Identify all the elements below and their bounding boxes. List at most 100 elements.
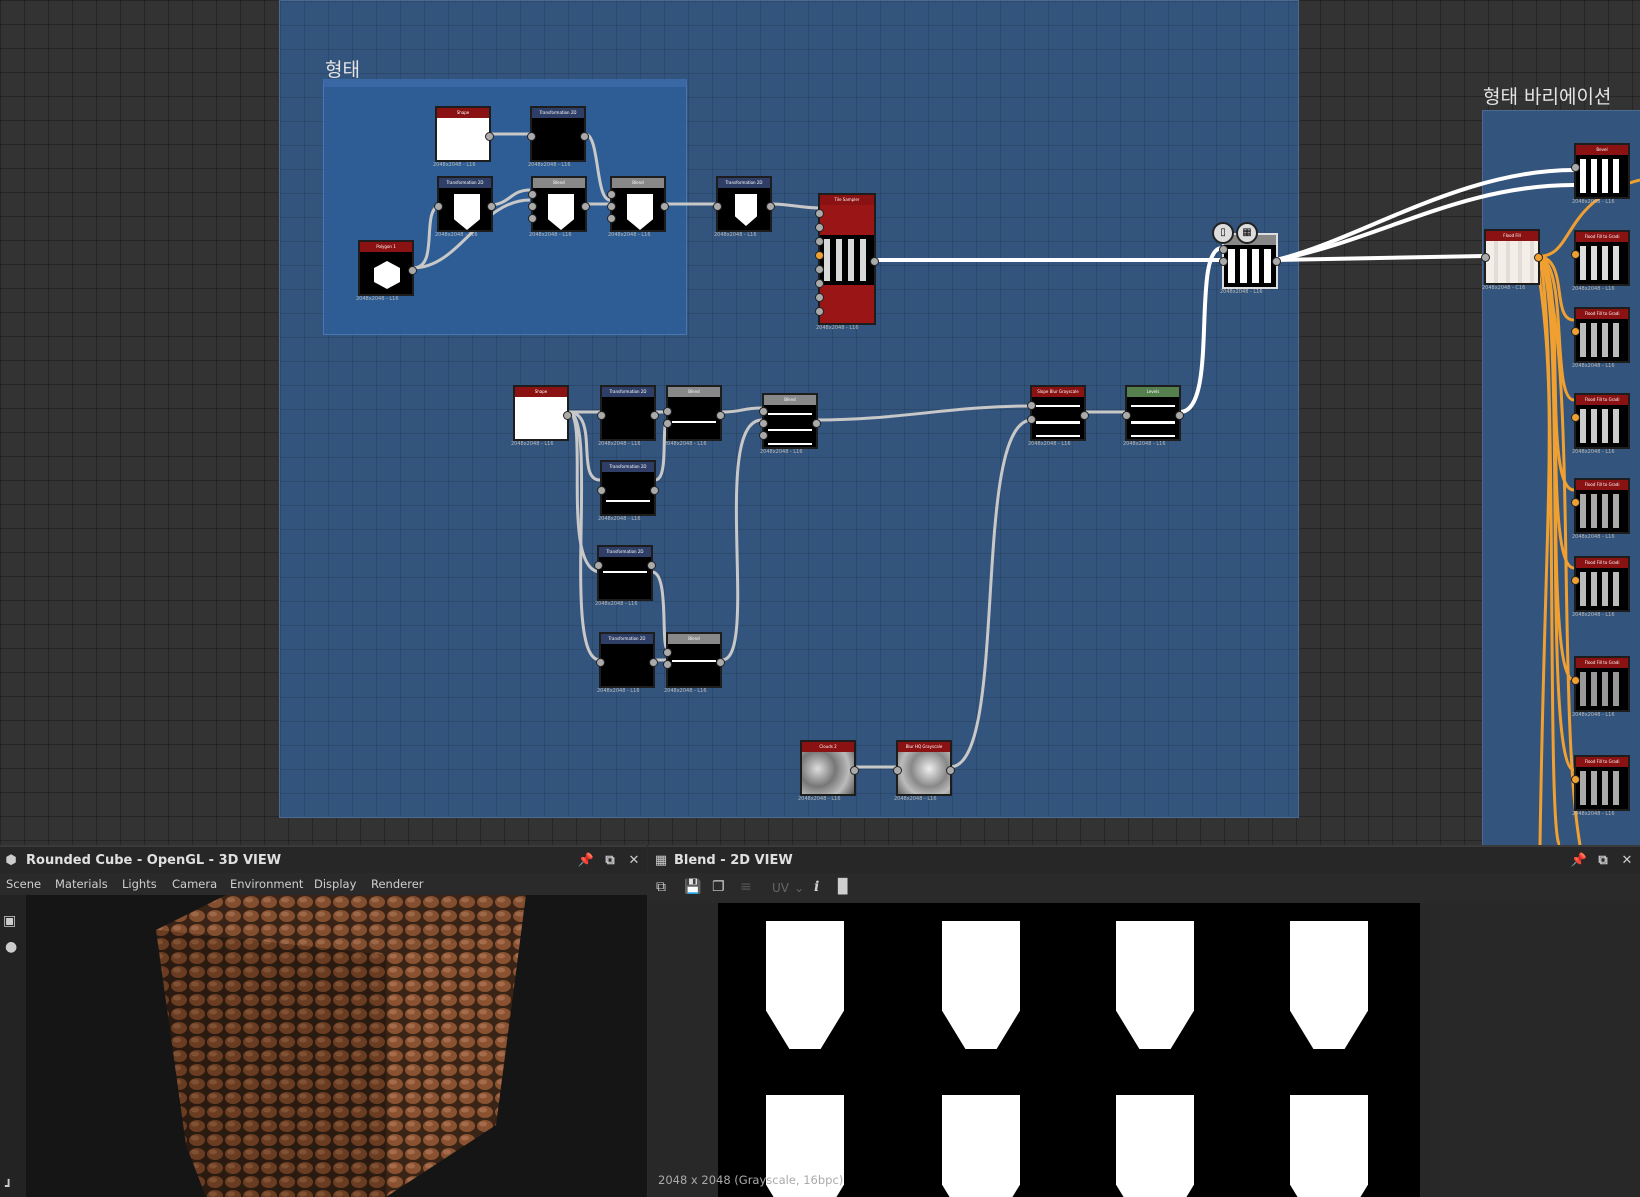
menu-environment[interactable]: Environment (230, 877, 304, 891)
node-flood-fill-gradient[interactable]: Flood Fill to Gradi 2048x2048 - L16 (1571, 478, 1630, 540)
input-port[interactable] (607, 190, 616, 199)
input-port[interactable] (815, 251, 824, 260)
menu-renderer[interactable]: Renderer (371, 877, 424, 891)
input-port[interactable] (1027, 415, 1036, 424)
node-blend[interactable]: Blend 2048x2048 - L16 (663, 385, 725, 447)
node-flood-fill[interactable]: Flood Fill 2048x2048 - C16 (1481, 229, 1543, 291)
close-icon[interactable]: ✕ (628, 853, 640, 868)
node-flood-fill-gradient[interactable]: Flood Fill to Gradi 2048x2048 - L16 (1571, 755, 1630, 817)
output-port[interactable] (946, 766, 955, 775)
node-transformation-2d[interactable]: Transformation 2D 2048x2048 - L16 (594, 545, 656, 607)
share-icon[interactable]: ≡ (740, 879, 752, 895)
input-port[interactable] (893, 766, 902, 775)
output-port[interactable] (580, 132, 589, 141)
input-port[interactable] (815, 279, 824, 288)
node-flood-fill-gradient[interactable]: Flood Fill to Gradi 2048x2048 - L16 (1571, 656, 1630, 718)
input-port[interactable] (1571, 576, 1580, 585)
node-polygon[interactable]: Polygon 1 2048x2048 - L16 (356, 240, 417, 302)
input-port[interactable] (713, 202, 722, 211)
node-transformation-2d[interactable]: Transformation 2D 2048x2048 - L16 (597, 460, 659, 522)
node-flood-fill-gradient[interactable]: Flood Fill to Gradi 2048x2048 - L16 (1571, 556, 1630, 618)
node-tile-sampler[interactable]: Tile Sampler 2048x2048 - L16 (815, 193, 879, 331)
checker-icon[interactable]: ▦ (1236, 222, 1258, 244)
menu-display[interactable]: Display (314, 877, 357, 891)
light-icon[interactable]: ● (5, 939, 18, 955)
output-port[interactable] (563, 411, 572, 420)
node-blend[interactable]: Blend 2048x2048 - L16 (528, 176, 590, 238)
input-port[interactable] (1571, 498, 1580, 507)
node-shape[interactable]: Shape 2048x2048 - L16 (511, 385, 572, 447)
chevron-down-icon[interactable]: ⌄ (794, 881, 805, 895)
input-port[interactable] (815, 265, 824, 274)
menu-scene[interactable]: Scene (6, 877, 42, 891)
node-flood-fill-gradient[interactable]: Flood Fill to Gradi 2048x2048 - L16 (1571, 393, 1630, 455)
input-port[interactable] (528, 190, 537, 199)
output-port[interactable] (1272, 257, 1281, 266)
2d-viewport[interactable]: 2048 x 2048 (Grayscale, 16bpc) (648, 903, 1640, 1197)
tree-icon[interactable]: ┛ (5, 1179, 13, 1193)
histogram-icon[interactable]: ▉ (838, 879, 849, 895)
input-port[interactable] (528, 214, 537, 223)
input-port[interactable] (815, 293, 824, 302)
node-transformation-2d[interactable]: Transformation 2D 2048x2048 - L16 (597, 385, 659, 447)
pin-icon[interactable]: 📌 (577, 853, 595, 868)
input-port[interactable] (1571, 775, 1580, 784)
input-port[interactable] (1571, 250, 1580, 259)
input-port[interactable] (663, 407, 672, 416)
output-port[interactable] (485, 132, 494, 141)
node-transformation-2d[interactable]: Transformation 2D 2048x2048 - L16 (434, 176, 496, 238)
node-transformation-2d[interactable]: Transformation 2D 2048x2048 - L16 (596, 632, 658, 694)
menu-camera[interactable]: Camera (172, 877, 218, 891)
input-port[interactable] (1571, 327, 1580, 336)
output-port[interactable] (650, 411, 659, 420)
output-port[interactable] (1534, 253, 1543, 262)
output-port[interactable] (716, 411, 725, 420)
document-icon[interactable]: ▯ (1212, 222, 1234, 244)
output-port[interactable] (650, 486, 659, 495)
menu-materials[interactable]: Materials (55, 877, 108, 891)
input-port[interactable] (1571, 676, 1580, 685)
close-icon[interactable]: ✕ (1621, 853, 1633, 868)
output-port[interactable] (1080, 411, 1089, 420)
output-port[interactable] (850, 766, 859, 775)
input-port[interactable] (815, 209, 824, 218)
output-port[interactable] (870, 257, 879, 266)
pin-icon[interactable]: 📌 (1570, 853, 1588, 868)
input-port[interactable] (815, 223, 824, 232)
input-port[interactable] (597, 411, 606, 420)
input-port[interactable] (1219, 257, 1228, 266)
node-bevel[interactable]: Bevel 2048x2048 - L16 (1571, 143, 1630, 205)
output-port[interactable] (1175, 411, 1184, 420)
node-slope-blur[interactable]: Slope Blur Grayscale 2048x2048 - L16 (1027, 385, 1089, 447)
input-port[interactable] (1122, 411, 1131, 420)
output-port[interactable] (581, 202, 590, 211)
node-transformation-2d[interactable]: Transformation 2D 2048x2048 - L16 (527, 106, 589, 168)
node-flood-fill-gradient[interactable]: Flood Fill to Gradi 2048x2048 - L16 (1571, 307, 1630, 369)
node-blend[interactable]: Blend 2048x2048 - L16 (607, 176, 669, 238)
input-port[interactable] (434, 202, 443, 211)
float-icon[interactable]: ⧉ (605, 853, 615, 868)
save-icon[interactable]: 💾 (684, 879, 702, 895)
input-port[interactable] (594, 561, 603, 570)
input-port[interactable] (527, 132, 536, 141)
input-port[interactable] (1571, 413, 1580, 422)
input-port[interactable] (663, 648, 672, 657)
output-port[interactable] (647, 561, 656, 570)
3d-viewport[interactable] (26, 895, 647, 1197)
node-blur-hq[interactable]: Blur HQ Grayscale 2048x2048 - L16 (893, 740, 955, 802)
node-clouds[interactable]: Clouds 2 2048x2048 - L16 (798, 740, 859, 802)
output-port[interactable] (812, 419, 821, 428)
node-blend[interactable]: Blend 2048x2048 - L16 (759, 393, 821, 455)
input-port[interactable] (663, 419, 672, 428)
output-port[interactable] (408, 266, 417, 275)
input-port[interactable] (528, 202, 537, 211)
copy-icon[interactable]: ❐ (712, 879, 725, 895)
node-levels[interactable]: Levels 2048x2048 - L16 (1122, 385, 1184, 447)
output-port[interactable] (487, 202, 496, 211)
output-port[interactable] (716, 658, 725, 667)
info-icon[interactable]: i (814, 879, 820, 895)
node-blend[interactable]: Blend 2048x2048 - L16 (663, 632, 725, 694)
float-icon[interactable]: ⧉ (1598, 853, 1608, 868)
input-port[interactable] (815, 307, 824, 316)
output-port[interactable] (649, 658, 658, 667)
